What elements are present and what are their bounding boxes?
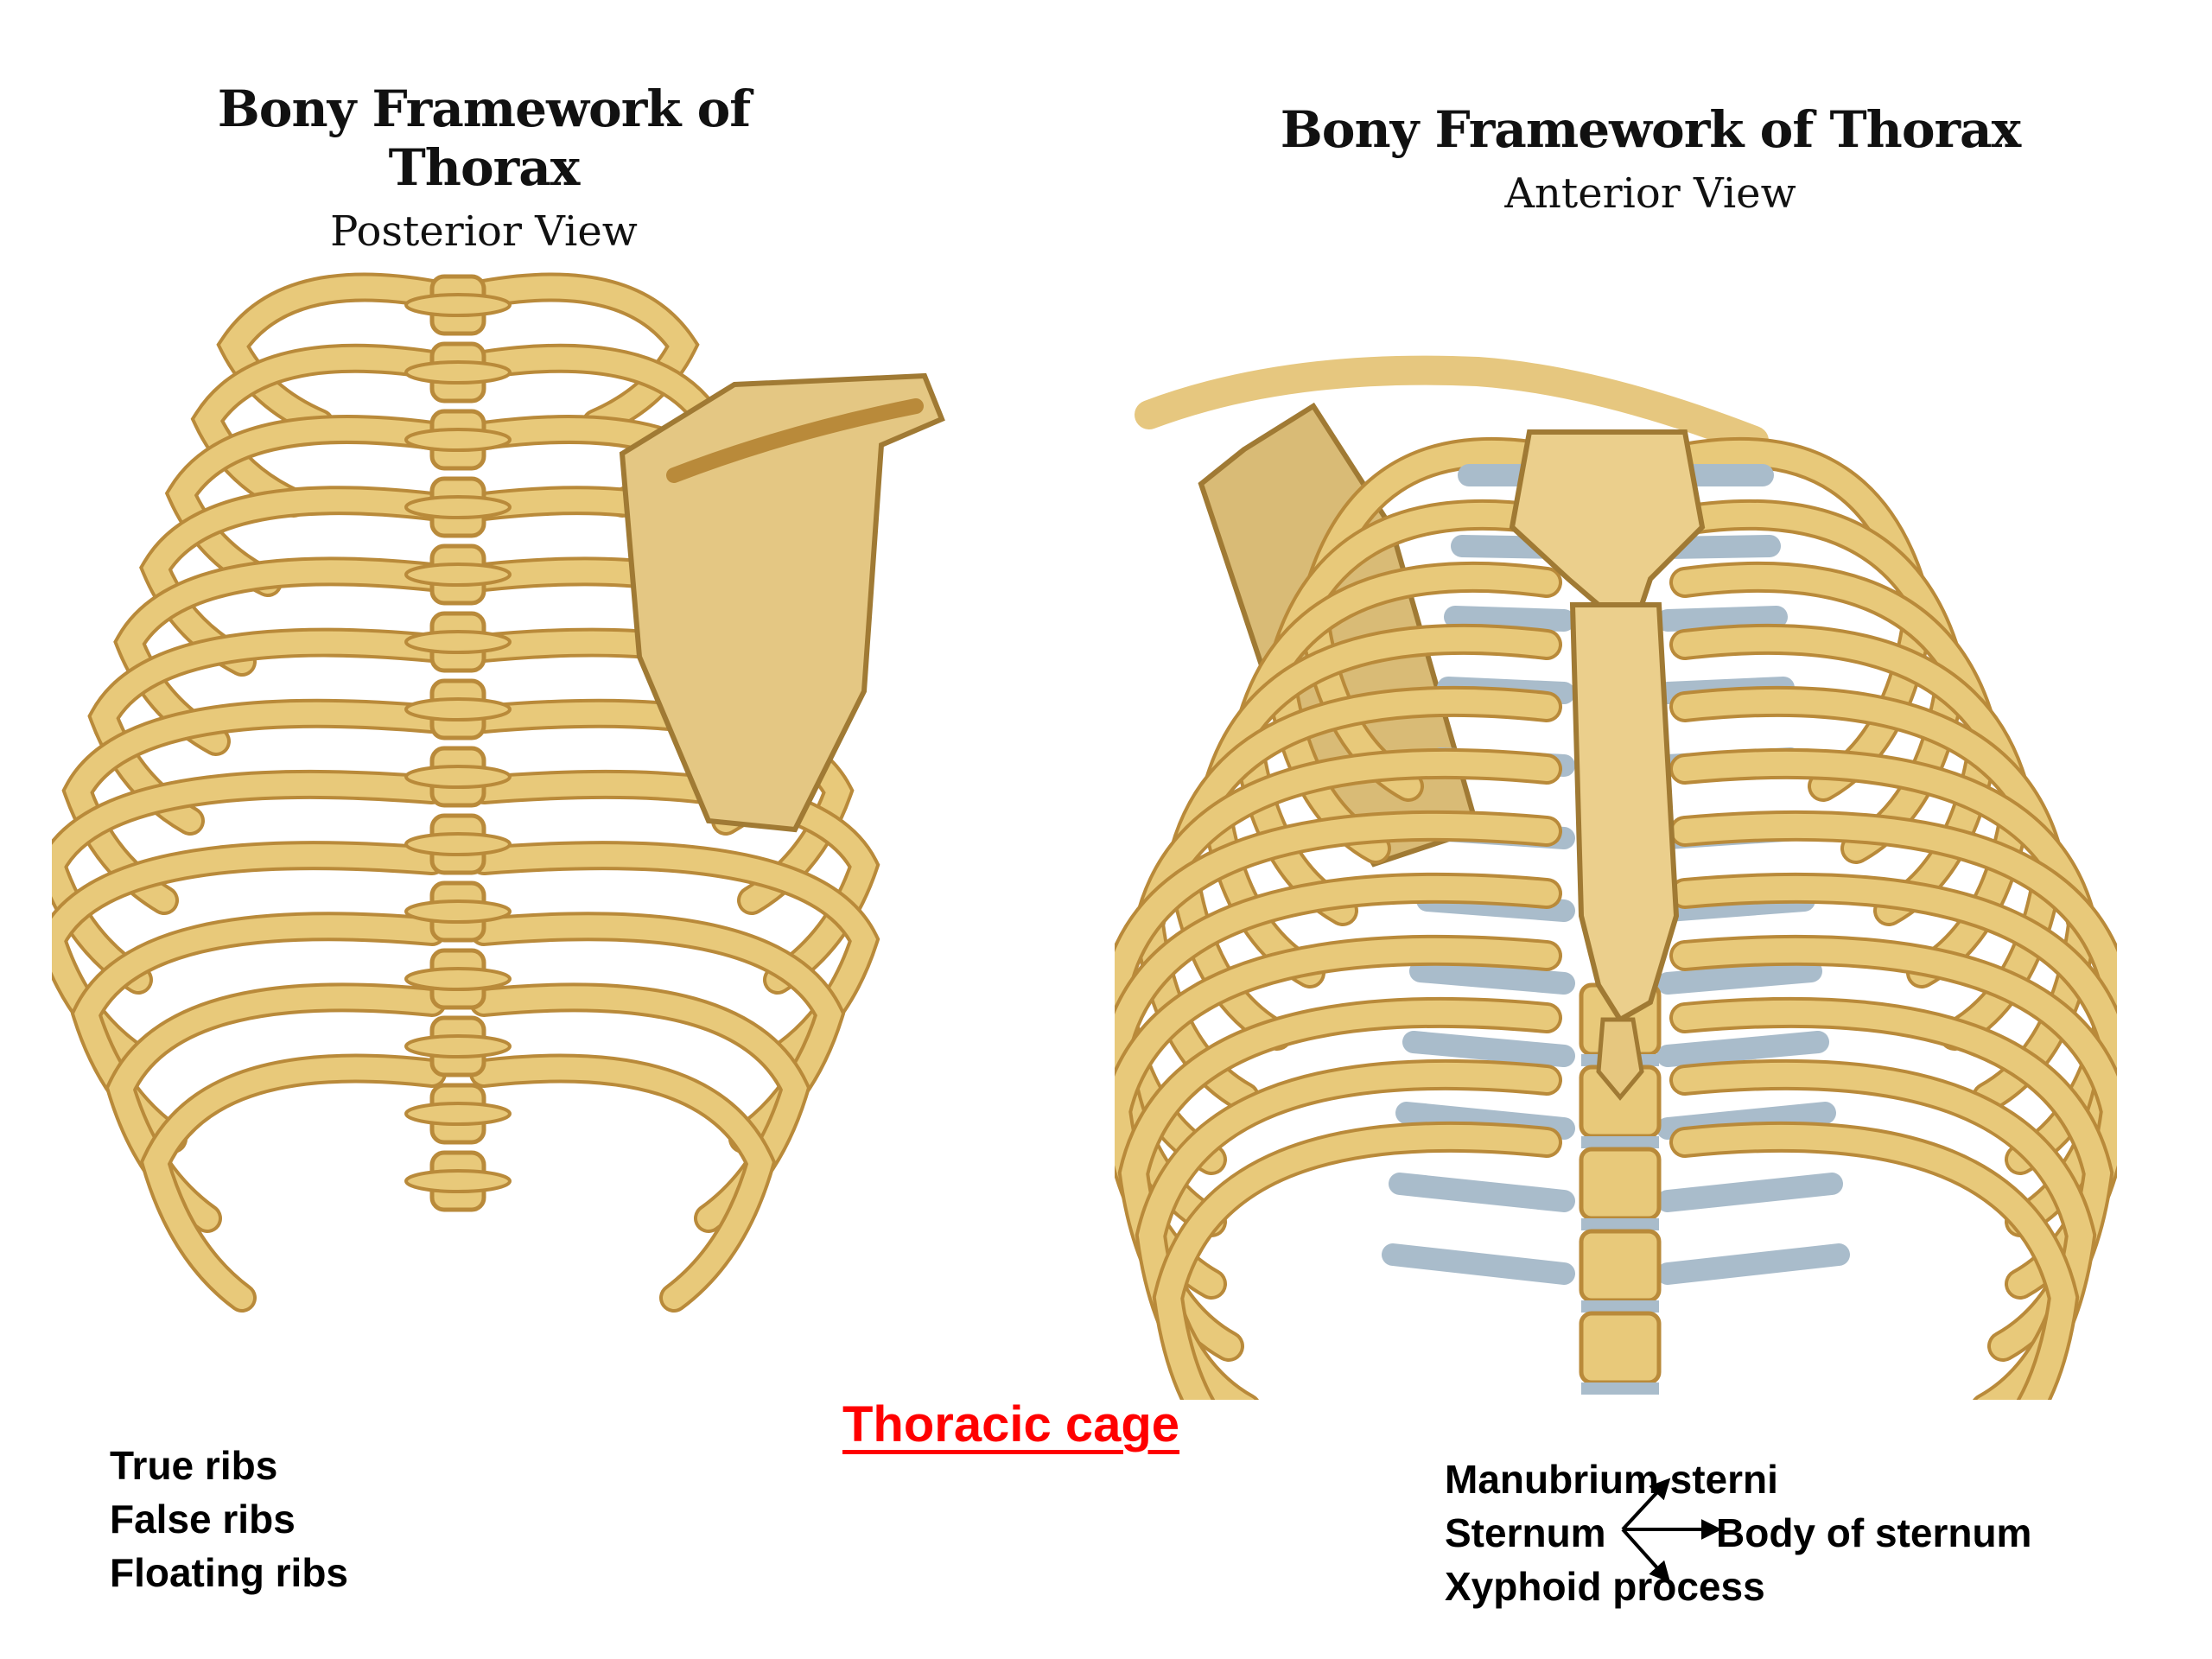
anterior-subtitle: Anterior View [1504, 169, 1796, 218]
posterior-transverse-11 [404, 967, 512, 991]
costal-cartilage-r-12 [1656, 1243, 1850, 1285]
anterior-rib-fill-r-12 [1673, 1124, 2076, 1400]
posterior-rib-fill-l-12 [143, 1057, 443, 1309]
anterior-rib-fill-l-8 [1115, 875, 1559, 1234]
posterior-transverse-1 [404, 293, 512, 317]
posterior-transverse-12 [404, 1034, 512, 1058]
posterior-scapula [619, 372, 945, 833]
anterior-ribs [1115, 436, 2117, 1400]
posterior-transverse-14 [404, 1169, 512, 1193]
arrow-to-xyphoid [1621, 1528, 1671, 1583]
anterior-disc-3 [1581, 1218, 1659, 1230]
posterior-heading: Bony Framework of Thorax Posterior View [121, 79, 847, 256]
anterior-rib-fill-l-6 [1136, 751, 1559, 1109]
true-ribs-label: True ribs [110, 1443, 278, 1488]
anterior-vertebra-3 [1579, 1147, 1662, 1221]
sternum-label: Sternum [1445, 1510, 1606, 1555]
posterior-transverse-10 [404, 899, 512, 924]
costal-cartilage-l-3 [1444, 606, 1575, 632]
posterior-rib-fill-l-1 [219, 276, 443, 435]
posterior-transverse-6 [404, 630, 512, 654]
xyphoid-label: Xyphoid process [1445, 1564, 1765, 1609]
posterior-rib-fill-l-2 [194, 346, 443, 514]
posterior-rib-fill-r-12 [473, 1057, 772, 1309]
posterior-rib-fill-r-8 [473, 772, 877, 991]
anterior-rib-fill-l-12 [1155, 1124, 1559, 1400]
sternum [1509, 429, 1706, 1101]
costal-cartilage-l-8 [1409, 960, 1575, 995]
posterior-transverse-3 [404, 428, 512, 452]
posterior-rib-fill-r-1 [473, 276, 696, 435]
costal-cartilage-l-12 [1382, 1243, 1575, 1285]
anterior-thorax-illustration [1115, 355, 2117, 1400]
anterior-disc-2 [1581, 1136, 1659, 1148]
posterior-vertebral-column [404, 274, 512, 1212]
posterior-transverse-9 [404, 832, 512, 856]
posterior-rib-fill-l-4 [143, 489, 443, 673]
posterior-transverse-8 [404, 765, 512, 789]
posterior-transverse-5 [404, 563, 512, 587]
posterior-rib-fill-l-6 [91, 631, 443, 832]
posterior-transverse-7 [404, 697, 512, 721]
thoracic-cage-caption: Thoracic cage [842, 1396, 1180, 1452]
anterior-rib-fill-r-6 [1673, 751, 2095, 1109]
posterior-thorax-illustration [52, 272, 945, 1313]
floating-ribs-label: Floating ribs [110, 1550, 348, 1595]
costal-cartilage-r-11 [1656, 1173, 1843, 1212]
posterior-rib-fill-l-5 [117, 560, 443, 753]
body-of-sternum-label: Body of sternum [1716, 1510, 2032, 1555]
rib-types-list: True ribs False ribs Floating ribs [110, 1439, 348, 1599]
anterior-disc-5 [1581, 1382, 1659, 1395]
posterior-title: Bony Framework of Thorax [217, 79, 752, 197]
manubrium-label: Manubrium sterni [1445, 1457, 1778, 1502]
posterior-transverse-2 [404, 360, 512, 385]
posterior-rib-fill-l-8 [52, 772, 443, 991]
anterior-vertebra-5 [1579, 1311, 1662, 1385]
costal-cartilage-l-9 [1402, 1031, 1575, 1067]
costal-cartilage-r-3 [1656, 606, 1788, 632]
posterior-transverse-4 [404, 495, 512, 519]
costal-cartilage-r-8 [1656, 960, 1822, 995]
anterior-lumbar-vertebrae [1579, 982, 1662, 1395]
false-ribs-label: False ribs [110, 1497, 296, 1541]
anterior-vertebra-4 [1579, 1229, 1662, 1303]
posterior-subtitle: Posterior View [330, 207, 638, 256]
anterior-disc-4 [1581, 1300, 1659, 1313]
arrow-to-manubrium [1621, 1478, 1671, 1531]
costal-cartilage-l-11 [1389, 1173, 1575, 1212]
anterior-rib-fill-r-8 [1673, 875, 2117, 1234]
posterior-rib-fill-l-7 [65, 702, 443, 912]
anterior-heading: Bony Framework of Thorax Anterior View [1262, 100, 2039, 218]
posterior-rib-fill-l-3 [168, 418, 443, 594]
costal-cartilage-r-9 [1656, 1031, 1829, 1067]
sternum-branch-arrows [1621, 1478, 1722, 1583]
posterior-transverse-13 [404, 1102, 512, 1126]
anterior-title: Bony Framework of Thorax [1280, 100, 2021, 159]
